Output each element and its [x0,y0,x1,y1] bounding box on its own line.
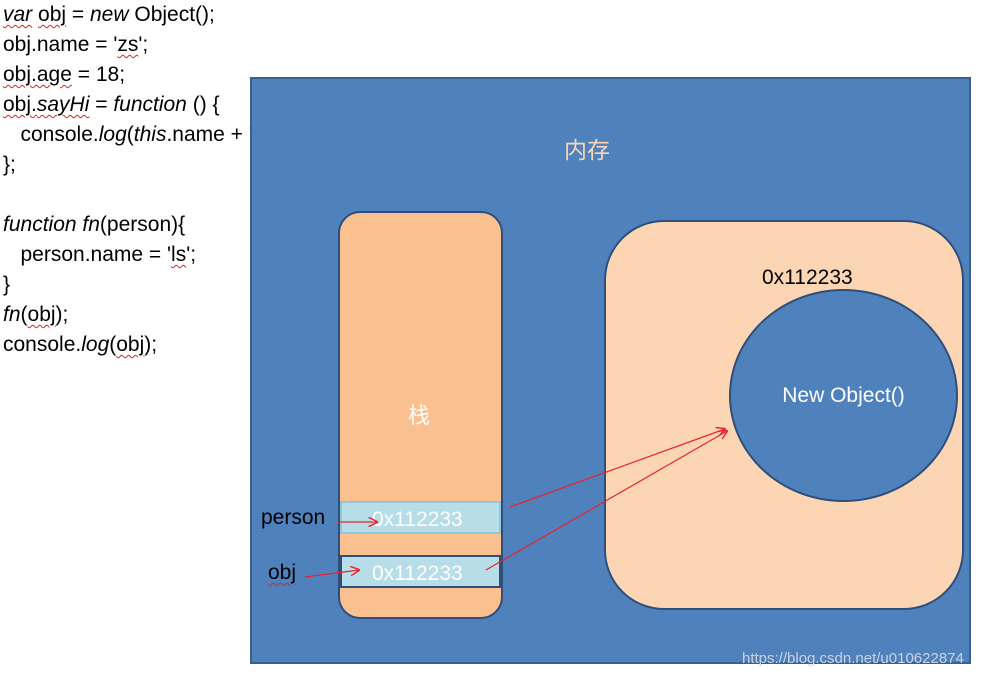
code-line: console.log(obj); [3,330,312,360]
code-line: function fn(person){ [3,210,312,240]
code-token: zs [117,33,139,56]
code-token: ( [20,303,28,326]
code-token: = [89,93,114,116]
code-token: function [3,213,77,236]
code-token: obj [27,303,56,326]
code-token: (person){ [99,213,186,236]
heap-object: New Object() [729,289,958,502]
code-token: ); [55,303,69,326]
code-token: log [81,333,110,356]
code-token: ( [109,333,117,356]
stack-slot-person-value: 0x112233 [372,508,463,531]
code-token: Object(); [128,3,215,26]
code-line: obj.sayHi = function () { [3,90,312,120]
code-line: }; [3,150,312,180]
label-obj: obj [268,561,297,584]
stack-region: 栈 0x112233 0x112233 [338,211,503,619]
code-token: obj. [3,93,37,116]
code-token: person.name = ' [3,243,172,266]
heap-address: 0x112233 [762,266,853,289]
code-token: () { [186,93,220,116]
code-line: fn(obj); [3,300,312,330]
code-token: var [3,3,33,26]
code-line: } [3,270,312,300]
watermark: https://blog.csdn.net/u010622874 [742,650,964,667]
code-token: console. [3,123,99,146]
code-token: sayHi [36,93,90,116]
code-token: ( [126,123,134,146]
code-token: this [133,123,167,146]
code-token: = 18; [71,63,126,86]
code-line: obj.name = 'zs'; [3,30,312,60]
code-line: var obj = new Object(); [3,0,312,30]
stack-title: 栈 [408,404,431,429]
code-line: obj.age = 18; [3,60,312,90]
code-token: }; [3,153,16,176]
code-token: fn [82,213,100,236]
code-token: function [113,93,187,116]
code-token: console. [3,333,82,356]
memory-title: 内存 [564,138,610,164]
code-token: fn [3,303,21,326]
code-token: ); [144,333,158,356]
label-person: person [261,506,326,529]
code-token: = [66,3,90,26]
code-token: } [3,273,11,296]
code-token: new [90,3,129,26]
code-line: person.name = 'ls'; [3,240,312,270]
code-token: obj [116,333,145,356]
heap-region: 0x112233 New Object() [604,220,964,610]
code-token: obj.name = ' [3,33,118,56]
code-token: obj.age [3,63,72,86]
code-token: '; [186,243,197,266]
stack-slot-obj-value: 0x112233 [372,562,463,585]
code-token: '; [138,33,149,56]
memory-region: 内存 栈 0x112233 0x112233 0x112233 New Obje… [250,77,971,664]
code-token: log [98,123,127,146]
heap-object-label: New Object() [782,383,905,407]
code-token: ls [171,243,187,266]
stack-slot-person: 0x112233 [340,501,501,534]
code-token: obj [38,3,67,26]
stack-slot-obj: 0x112233 [340,555,501,588]
